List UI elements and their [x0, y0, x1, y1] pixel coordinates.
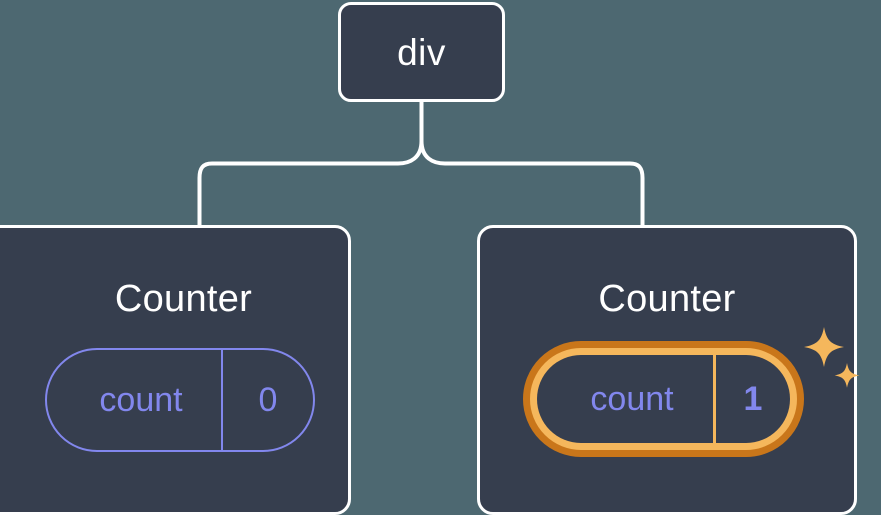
state-pill-divider-right: [713, 355, 716, 443]
connector-edge-right: [419, 140, 645, 227]
state-pill-left[interactable]: count 0: [45, 348, 315, 452]
state-value-right: 1: [743, 379, 763, 418]
node-counter-right-title: Counter: [598, 278, 736, 320]
state-value-left: 0: [258, 380, 278, 419]
node-div-label: div: [397, 31, 446, 73]
sparkle-group: [804, 327, 860, 388]
sparkle-small-icon: [834, 363, 860, 388]
sparkle-large-icon: [804, 327, 844, 367]
diagram-canvas: div Counter count 0 Counter count 1: [0, 2, 860, 515]
state-key-right: count: [590, 379, 674, 418]
node-div[interactable]: div: [338, 2, 505, 102]
connector-edge-left: [197, 140, 424, 227]
state-pill-right[interactable]: count 1: [523, 341, 804, 457]
state-pill-right-inner: count 1: [537, 355, 790, 443]
node-counter-left-title: Counter: [114, 278, 253, 320]
node-counter-right[interactable]: Counter count 1: [477, 225, 860, 515]
state-key-left: count: [99, 380, 183, 419]
state-pill-divider-left: [221, 350, 223, 450]
node-counter-left[interactable]: Counter count 0: [0, 225, 351, 515]
